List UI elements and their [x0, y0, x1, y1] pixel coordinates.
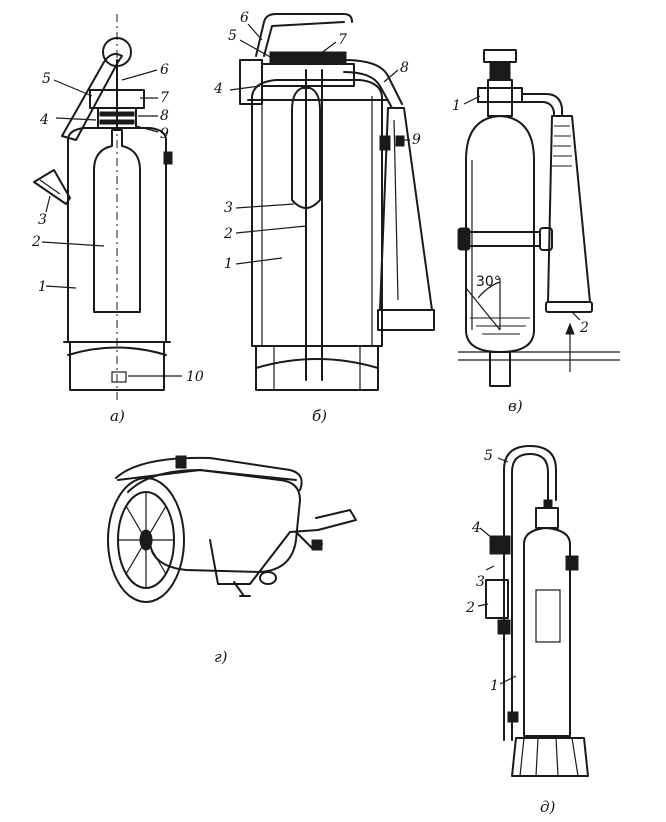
a-label-10: 10	[186, 369, 204, 385]
d-label-5: 5	[484, 448, 493, 464]
b-label-8: 8	[400, 60, 409, 76]
a-caption: а)	[110, 407, 125, 425]
a-label-3: 3	[38, 212, 47, 228]
b-label-3: 3	[224, 200, 233, 216]
d-caption: д)	[540, 798, 556, 816]
d-label-2: 2	[465, 600, 475, 616]
b-label-4: 4	[213, 81, 223, 97]
a-label-9: 9	[160, 126, 169, 142]
panel-v-drawing	[457, 49, 620, 387]
panel-g-drawing	[107, 455, 357, 603]
d-label-1: 1	[490, 678, 499, 694]
a-label-1: 1	[38, 279, 47, 295]
b-label-9: 9	[412, 132, 421, 148]
a-label-6: 6	[160, 62, 169, 78]
a-label-7: 7	[160, 90, 169, 106]
panel-a-drawing	[33, 14, 182, 400]
b-label-2: 2	[223, 226, 233, 242]
b-label-7: 7	[338, 32, 347, 48]
d-label-3: 3	[476, 574, 485, 590]
a-label-5: 5	[42, 71, 51, 87]
panel-d-drawing	[477, 445, 589, 777]
a-label-4: 4	[39, 112, 49, 128]
v-label-1: 1	[452, 98, 461, 114]
v-caption: в)	[508, 397, 523, 415]
d-label-4: 4	[471, 520, 481, 536]
v-label-2: 2	[579, 320, 589, 336]
b-label-6: 6	[240, 10, 249, 26]
b-label-1: 1	[224, 256, 233, 272]
b-label-5: 5	[228, 28, 237, 44]
panel-b-drawing	[229, 13, 435, 391]
b-caption: б)	[312, 407, 327, 425]
a-label-2: 2	[31, 234, 41, 250]
v-angle-label: 30°	[476, 274, 501, 290]
g-caption: г)	[214, 648, 228, 666]
a-label-8: 8	[160, 108, 169, 124]
